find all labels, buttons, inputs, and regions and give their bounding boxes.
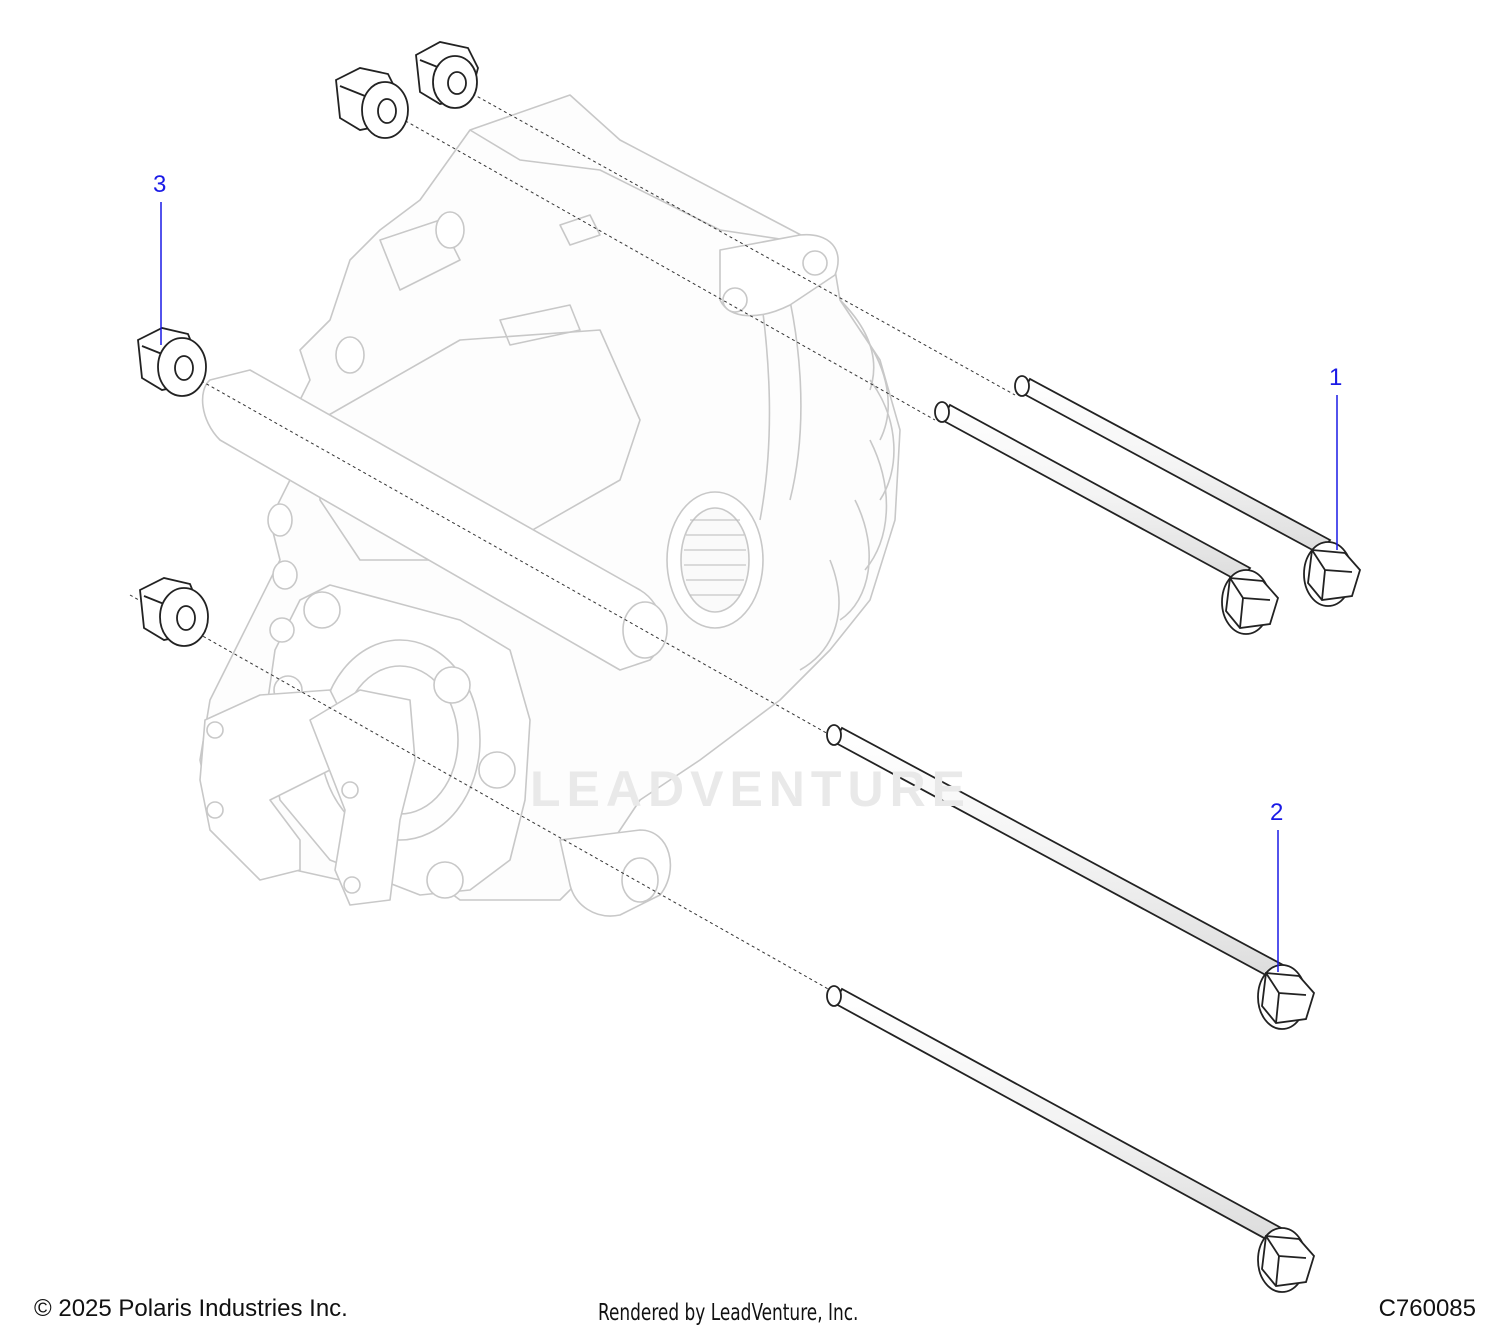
flange-nut[interactable] [335,67,409,139]
diagram-code: C760085 [1378,1295,1476,1322]
bolt[interactable] [826,724,1316,1030]
bolt[interactable] [934,401,1280,635]
flange-nut[interactable] [137,327,207,397]
watermark-text: LEADVENTURE [530,761,972,817]
callout-1[interactable]: 1 [1329,364,1343,391]
flange-nut[interactable] [415,41,479,109]
rendered-by-text: Rendered by LeadVenture, Inc. [598,1300,859,1326]
gearcase-housing [199,94,901,917]
copyright-text: © 2025 Polaris Industries Inc. [34,1295,348,1322]
flange-nut[interactable] [139,577,209,647]
bolt[interactable] [1014,375,1362,607]
bolt[interactable] [826,985,1316,1293]
callout-leaders [160,202,1338,972]
callout-2[interactable]: 2 [1270,799,1284,826]
callout-3[interactable]: 3 [153,171,167,198]
alignment-lines [129,87,1016,991]
